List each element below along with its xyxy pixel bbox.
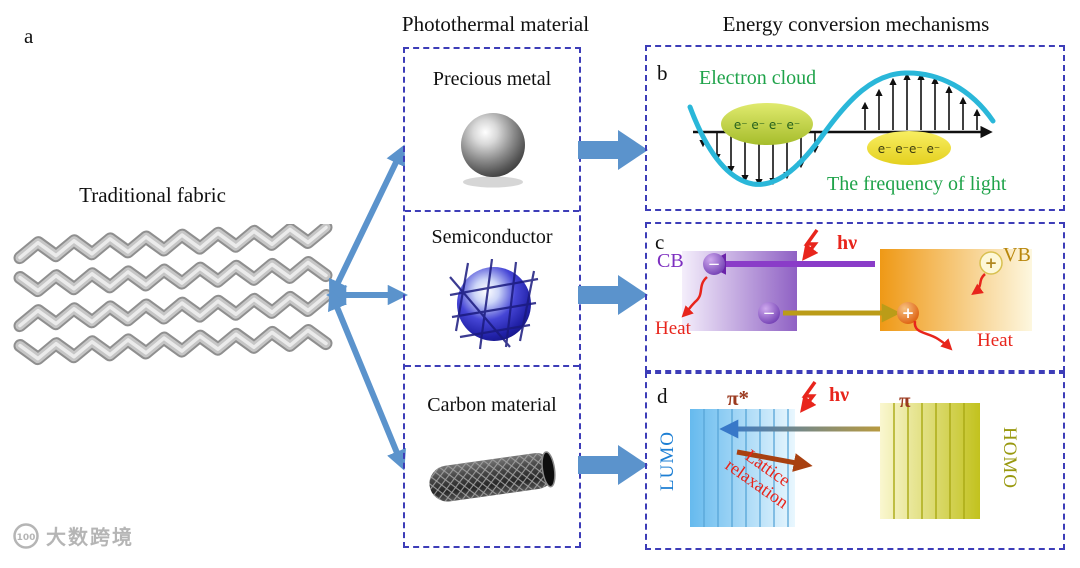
pi-star-label: π* (727, 386, 750, 410)
plus-sign: + (902, 304, 915, 322)
watermark-logo-icon: 100 (13, 522, 39, 549)
precious-metal-label: Precious metal (432, 68, 552, 90)
lattice-relaxation-arrow (736, 449, 813, 472)
hv-photon-label: hν (837, 232, 858, 254)
electron-cloud-left (721, 103, 813, 145)
carbon-nanotube (429, 451, 556, 502)
pi-label: π (899, 388, 911, 412)
watermark-text: 大数跨境 (46, 525, 134, 549)
double-arrow-to-precious (329, 144, 405, 301)
photothermal-material-header: Photothermal material (401, 12, 590, 36)
heat-label-right: Heat (977, 330, 1013, 351)
materials-divider (405, 210, 579, 212)
hole-circle-pale (979, 251, 1003, 275)
electron-cloud-label: Electron cloud (699, 67, 817, 89)
precious-metal-sphere (461, 113, 525, 188)
panel-c-letter: c (655, 230, 665, 254)
electrons-right-label: e⁻ e⁻e⁻ e⁻ (878, 142, 941, 156)
cb-label: CB (657, 250, 684, 272)
traditional-fabric-label: Traditional fabric (79, 183, 226, 207)
materials-divider (405, 365, 579, 367)
photon-lightning-icon (802, 228, 819, 261)
double-arrow-group (325, 144, 408, 471)
fabric-weave (13, 224, 333, 366)
semiconductor-net (449, 259, 539, 350)
plasmon-wave-graphic: e⁻ e⁻ e⁻ e⁻ e⁻ e⁻e⁻ e⁻ (687, 70, 996, 187)
hv-photon-label: hν (829, 384, 850, 406)
heat-release-arrow-left (681, 276, 708, 318)
minus-sign: − (763, 304, 776, 322)
fabric-to-materials-arrows (325, 144, 408, 471)
panel-c-semiconductor-mechanism: − − + + c CB VB hν Heat Heat (645, 222, 1065, 372)
electron-cloud-right (867, 131, 951, 165)
heat-label-left: Heat (655, 318, 691, 339)
flow-arrow-precious-to-b (578, 130, 648, 170)
panel-a-letter: a (24, 24, 34, 48)
hole-relax-arrow (971, 273, 986, 295)
heat-release-arrow-right (913, 320, 953, 351)
frequency-of-light-label: The frequency of light (827, 173, 1007, 195)
nanotube-group (429, 451, 556, 502)
panel-d-letter: d (657, 384, 668, 408)
lumo-label: LUMO (657, 431, 678, 491)
electron-circle-top (703, 253, 725, 275)
panel-b-letter: b (657, 61, 668, 85)
semiconductor-sphere (449, 259, 539, 350)
homo-label: HOMO (999, 426, 1020, 490)
minus-sign: − (708, 255, 721, 273)
watermark: 100 大数跨境 (12, 521, 134, 550)
carbon-material-label: Carbon material (427, 394, 557, 416)
vb-label: VB (1003, 244, 1031, 266)
field-up-arrows (861, 72, 981, 130)
electrons-left-label: e⁻ e⁻ e⁻ e⁻ (734, 118, 800, 132)
metal-sphere (461, 113, 525, 177)
nanotube-mesh (429, 453, 555, 502)
semiconductor-label: Semiconductor (431, 226, 553, 248)
molecular-orbital-graphic (690, 380, 980, 527)
sphere-shadow (463, 176, 523, 188)
hole-circle-filled (897, 302, 919, 324)
photon-lightning-icon (800, 380, 817, 413)
watermark-logo-text: 100 (17, 533, 36, 543)
double-arrow-to-carbon (328, 289, 406, 471)
photothermal-materials-box: Precious metal Semiconductor (403, 47, 581, 548)
traditional-fabric-illustration (13, 224, 333, 366)
flow-arrow-carbon-to-d (578, 445, 648, 485)
light-wave-curve (687, 70, 996, 187)
energy-conversion-header: Energy conversion mechanisms (722, 12, 990, 36)
nanotube-open-end (541, 451, 556, 488)
panel-b-electron-cloud: e⁻ e⁻ e⁻ e⁻ e⁻ e⁻e⁻ e⁻ b Electron cloud … (645, 45, 1065, 211)
homo-stripes (893, 403, 965, 519)
plus-sign: + (985, 254, 998, 272)
flow-arrow-semiconductor-to-c (578, 275, 648, 315)
band-diagram-graphic: − − + + (681, 228, 1032, 351)
electron-circle-bottom (758, 302, 780, 324)
panel-d-carbon-mechanism: d π* π hν LUMO HOMO Lattice relaxation (645, 372, 1065, 550)
